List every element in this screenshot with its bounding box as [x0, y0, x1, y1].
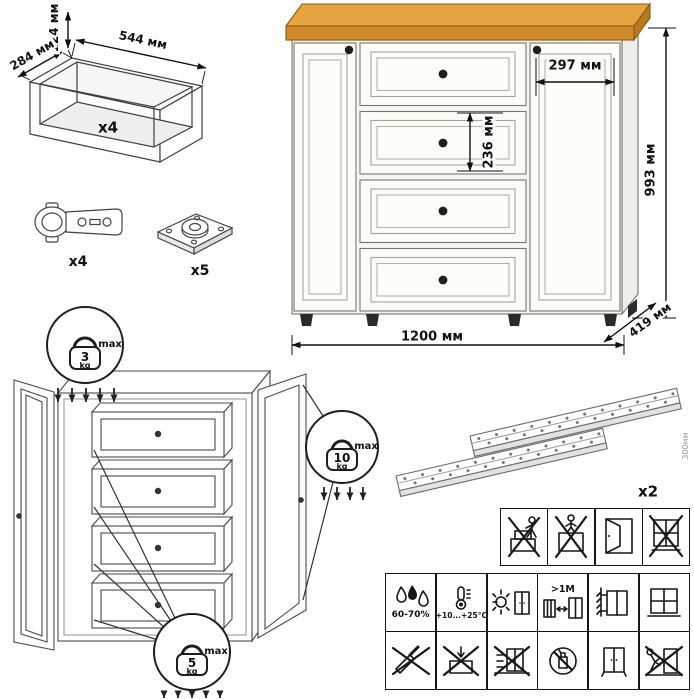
drawer-box-dimensions — [17, 11, 207, 85]
drawer-front-1[interactable] — [359, 42, 527, 107]
load-limit-door — [305, 410, 379, 500]
warning-grid-top — [500, 508, 690, 566]
humidity-value: 60-70% — [391, 610, 430, 621]
drawer-front-2[interactable] — [359, 110, 527, 175]
cabinet-side-panel — [621, 18, 639, 316]
care-cell-no-sitting — [501, 509, 547, 565]
cabinet-front-view — [284, 2, 652, 326]
window-open-icon — [604, 518, 633, 554]
cabinet-top-side-edge — [633, 2, 651, 42]
no-dragging-icon — [494, 645, 531, 676]
window-icon — [647, 588, 682, 618]
drawer-box-count: x4 — [97, 118, 119, 137]
slide-rail — [469, 387, 682, 458]
cabinet-icon — [600, 646, 627, 677]
care-cell-no-solvents — [538, 632, 588, 689]
dim-overall-width: 1200 мм — [399, 329, 465, 345]
kettlebell-icon — [72, 336, 98, 350]
care-cell-ventilation — [595, 509, 642, 565]
cabinet-top-surface — [284, 3, 652, 27]
care-cell-wall-fixing — [589, 574, 639, 631]
no-draft-icon — [648, 514, 684, 558]
heat-distance-icon — [543, 596, 583, 619]
care-cell-heat-distance: >1M — [538, 574, 588, 631]
slide-rail — [395, 427, 608, 498]
open-right-door[interactable] — [257, 373, 307, 639]
temperature-icon — [456, 586, 472, 610]
load-leader-lines — [93, 384, 334, 641]
care-cell-no-pushing — [639, 632, 689, 689]
no-climbing-icon — [555, 514, 588, 559]
drawer-slides — [395, 387, 682, 498]
load-limit-top — [46, 306, 124, 402]
care-cell-temperature: +10...+25°С — [436, 574, 486, 631]
no-pushing-icon — [645, 645, 684, 676]
load-top-max: max — [98, 339, 122, 350]
load-drawer-max: max — [204, 646, 228, 657]
hinge-count: x4 — [68, 254, 88, 270]
load-top-value: 3 — [80, 350, 90, 364]
drawer-knob — [438, 69, 448, 79]
care-cell-no-climbing — [548, 509, 595, 565]
wall-fixing-icon — [595, 587, 628, 618]
drawer-knob — [438, 206, 448, 216]
right-door[interactable] — [529, 42, 621, 312]
care-cell-sunlight — [487, 574, 537, 631]
load-drawer-value: 5 — [187, 656, 197, 670]
temperature-value: +10...+25°С — [436, 611, 486, 621]
open-drawer-3[interactable] — [90, 515, 234, 573]
care-cell-no-draft — [643, 509, 689, 565]
open-cabinet-diagram — [13, 369, 307, 651]
care-cell-no-heavy — [436, 632, 486, 689]
humidity-icon — [395, 585, 429, 608]
left-door-knob — [344, 45, 354, 55]
kettlebell-icon — [330, 439, 354, 452]
dim-door-width: 297 мм — [546, 58, 604, 74]
drawer-front-3[interactable] — [359, 179, 527, 244]
drawer-knob — [438, 138, 448, 148]
drawer-front-4[interactable] — [359, 247, 527, 312]
care-cell-humidity: 60-70% — [386, 574, 436, 631]
no-sitting-icon — [507, 516, 540, 558]
no-sharp-objects-icon — [391, 645, 430, 675]
load-limit-drawer — [153, 613, 231, 698]
hinge-icon — [34, 202, 123, 243]
care-cell-window — [639, 574, 689, 631]
kettlebell-icon — [180, 644, 204, 657]
open-drawer-2[interactable] — [90, 458, 234, 516]
left-door[interactable] — [293, 42, 357, 312]
drawer-box-diagram — [28, 57, 204, 164]
open-left-door[interactable] — [13, 379, 55, 651]
load-door-value: 10 — [333, 451, 351, 465]
dim-drawer-front-height: 236 мм — [481, 113, 497, 171]
load-door-unit: kg — [336, 462, 348, 471]
slides-length: 300мм — [681, 432, 690, 460]
no-heavy-load-icon — [443, 645, 480, 676]
dim-overall-height: 993 мм — [643, 141, 659, 199]
drawer-knob — [438, 275, 448, 285]
support-count: x5 — [190, 263, 210, 279]
load-top-unit: kg — [79, 361, 91, 370]
cabinet-dimensions — [291, 27, 676, 355]
right-door-knob — [532, 45, 542, 55]
care-cell-upright — [589, 632, 639, 689]
load-door-max: max — [354, 441, 378, 452]
care-cell-no-dragging — [487, 632, 537, 689]
care-cell-no-sharp — [386, 632, 436, 689]
cabinet-top-front-edge — [285, 25, 635, 41]
open-drawer-1[interactable] — [90, 401, 234, 459]
distance-value: >1M — [550, 584, 575, 596]
slides-count: x2 — [637, 482, 659, 501]
support-foot-icon — [156, 213, 234, 255]
no-solvents-icon — [549, 646, 577, 675]
no-direct-sunlight-icon — [492, 589, 530, 616]
load-drawer-unit: kg — [186, 667, 198, 676]
warning-grid-main: 60-70% +10...+25°С >1M — [385, 573, 690, 690]
